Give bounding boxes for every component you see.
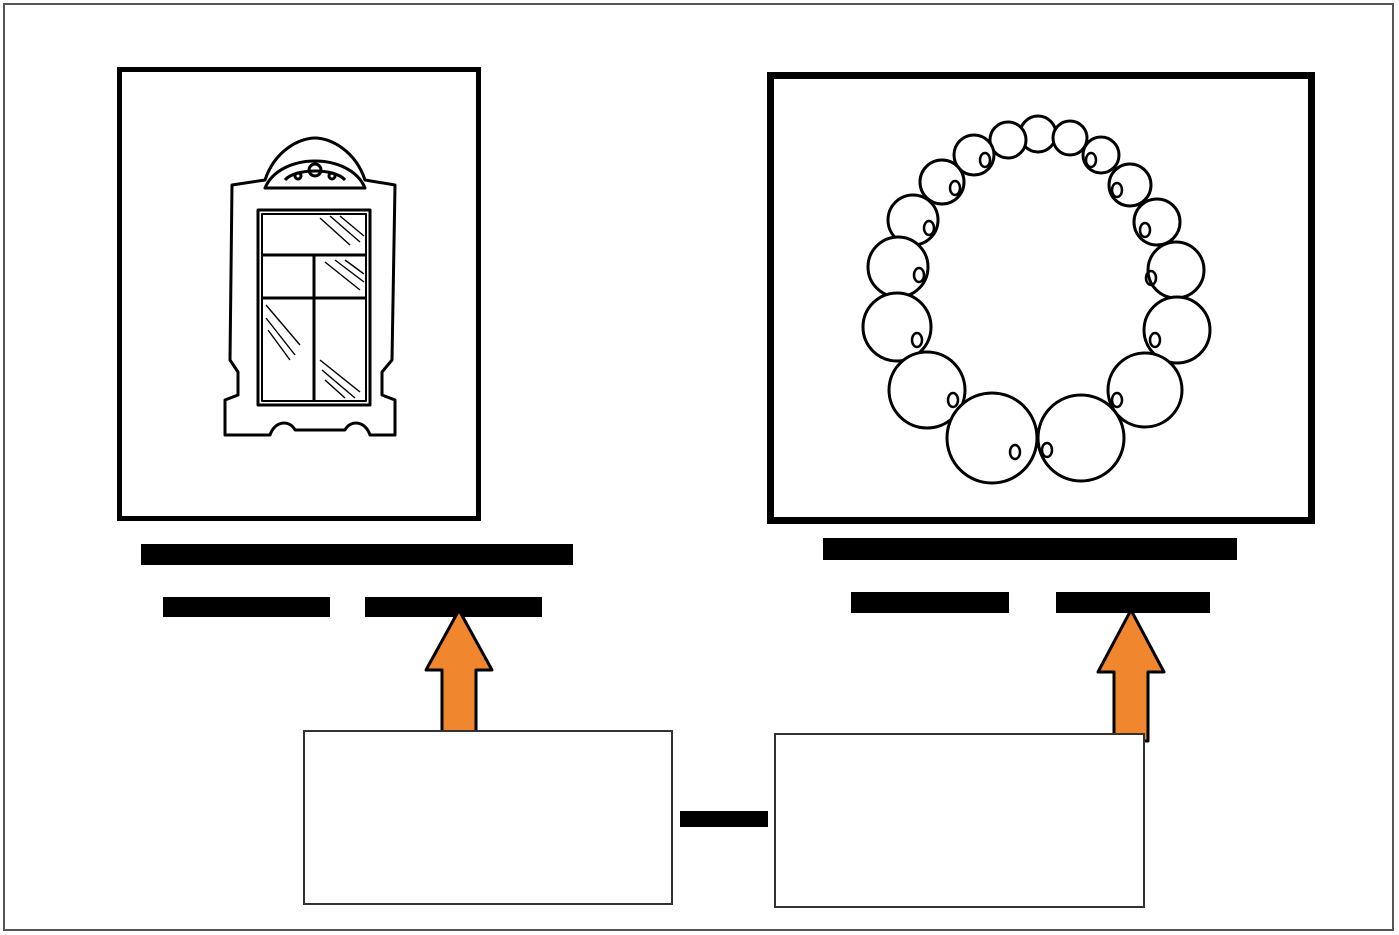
left-title-line bbox=[141, 544, 573, 565]
right-answer-line-1 bbox=[851, 592, 1009, 613]
clasp-loop bbox=[946, 391, 960, 409]
clasp-loop bbox=[1008, 443, 1022, 461]
right-answer-line-2 bbox=[1056, 592, 1210, 613]
bead-circle bbox=[1142, 295, 1212, 365]
bead-circle bbox=[887, 350, 967, 430]
clasp-loop bbox=[978, 151, 992, 169]
bead-circle bbox=[1081, 135, 1121, 175]
bead-circle bbox=[988, 120, 1028, 160]
right-answer-box[interactable] bbox=[774, 733, 1145, 908]
left-answer-line-1 bbox=[163, 597, 330, 617]
dash-connector bbox=[680, 811, 768, 827]
bead-circle bbox=[1107, 162, 1153, 208]
bead-circle bbox=[1106, 351, 1184, 429]
bead-circle bbox=[1051, 119, 1089, 157]
clasp-loop bbox=[922, 219, 936, 237]
clasp-loop bbox=[1040, 441, 1054, 459]
bead-circle bbox=[861, 291, 933, 363]
necklace-icon bbox=[861, 114, 1212, 485]
bead-circle bbox=[1146, 240, 1206, 300]
left-answer-box[interactable] bbox=[303, 730, 673, 905]
left-answer-line-2 bbox=[365, 597, 542, 617]
clasp-loop bbox=[1144, 269, 1158, 287]
clasp-loop bbox=[910, 331, 924, 349]
clasp-loop bbox=[1110, 391, 1124, 409]
right-title-line bbox=[823, 538, 1237, 560]
bead-circle bbox=[952, 133, 996, 177]
bead-circle bbox=[1036, 393, 1126, 483]
left-up-arrow-icon bbox=[424, 608, 494, 738]
bead-circle bbox=[945, 391, 1039, 485]
clasp-loop bbox=[948, 179, 962, 197]
window-icon bbox=[223, 136, 397, 437]
bead-circle bbox=[1132, 197, 1182, 247]
clasp-loop bbox=[1138, 221, 1152, 239]
clasp-loop bbox=[1110, 181, 1124, 199]
clasp-loop bbox=[1148, 331, 1162, 349]
right-up-arrow-icon bbox=[1096, 608, 1166, 743]
clasp-loop bbox=[912, 266, 926, 284]
clasp-loop bbox=[1084, 151, 1098, 169]
